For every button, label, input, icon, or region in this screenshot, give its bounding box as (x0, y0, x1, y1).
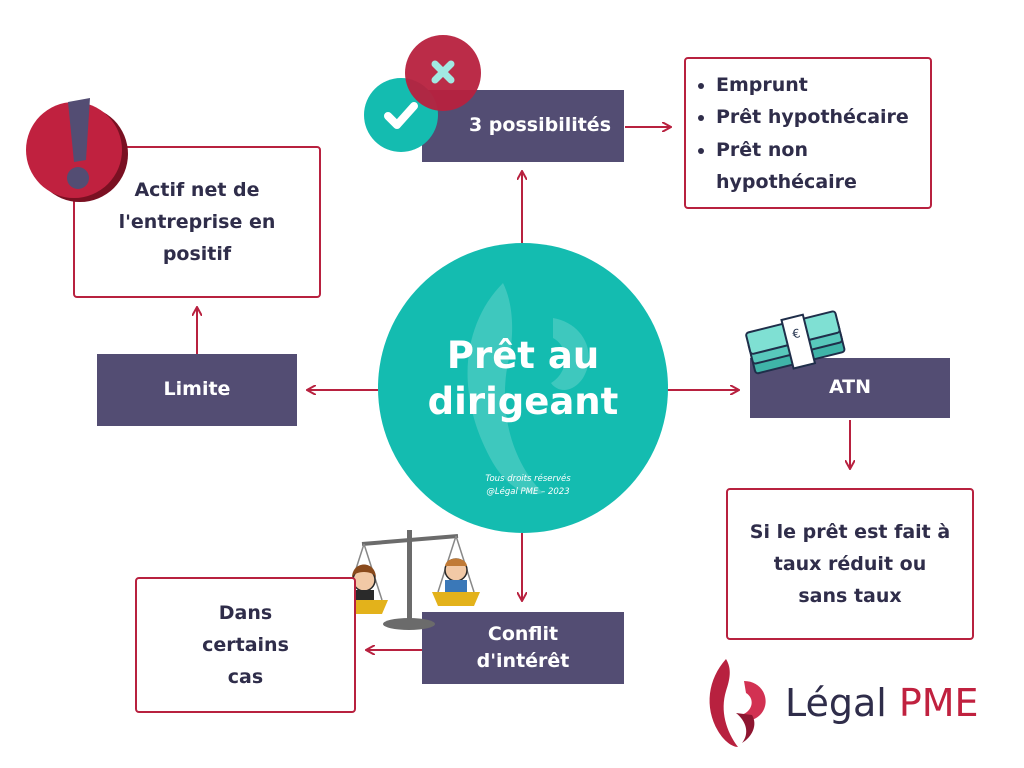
card-conflict: Dans certains cas (135, 577, 356, 713)
card-limit-line2: l'entreprise en (118, 210, 276, 233)
card-atn: Si le prêt est fait à taux réduit ou san… (726, 488, 974, 640)
brand-name-part2: PME (898, 681, 979, 725)
watermark-logo-icon (467, 283, 589, 495)
copyright-line2: @Légal PME – 2023 (486, 486, 570, 497)
money-icon: € (742, 305, 852, 385)
node-conflict: Conflit d'intérêt (422, 612, 624, 684)
list-item: Prêt non hypothécaire (716, 134, 920, 199)
exclamation-icon (22, 92, 132, 210)
card-conflict-line1: Dans (218, 601, 273, 624)
card-conflict-line3: cas (227, 666, 264, 689)
node-limit: Limite (97, 354, 297, 426)
card-conflict-line2: certains (202, 633, 289, 656)
node-atn-label: ATN (828, 376, 872, 399)
card-limit-line3: positif (162, 243, 232, 266)
card-limit-line1: Actif net de (134, 178, 260, 201)
center-circle: Prêt au dirigeant Tous droits réservés @… (378, 243, 668, 533)
cross-icon (405, 35, 481, 111)
node-conflict-line2: d'intérêt (476, 650, 570, 672)
copyright-line1: Tous droits réservés (485, 474, 571, 484)
node-atn: ATN (750, 358, 950, 418)
card-atn-line3: sans taux (798, 585, 902, 608)
card-atn-line1: Si le prêt est fait à (749, 520, 951, 543)
list-item: Emprunt (716, 69, 920, 101)
node-conflict-line1: Conflit (487, 623, 559, 646)
center-title-line1: Prêt au (446, 334, 600, 377)
card-atn-line2: taux réduit ou (773, 552, 927, 575)
svg-text:€: € (791, 326, 802, 341)
brand-wordmark: Légal PME (785, 678, 979, 728)
center-title-line2: dirigeant (427, 380, 619, 424)
scales-icon (334, 520, 486, 632)
card-possibilities-list: Emprunt Prêt hypothécaire Prêt non hypot… (684, 57, 932, 209)
brand-name-part1: Légal (785, 681, 887, 725)
list-item: Prêt hypothécaire (716, 101, 920, 133)
node-possibilities-label: 3 possibilités (468, 114, 612, 137)
node-limit-label: Limite (163, 378, 231, 401)
brand-logo-icon (700, 655, 776, 751)
